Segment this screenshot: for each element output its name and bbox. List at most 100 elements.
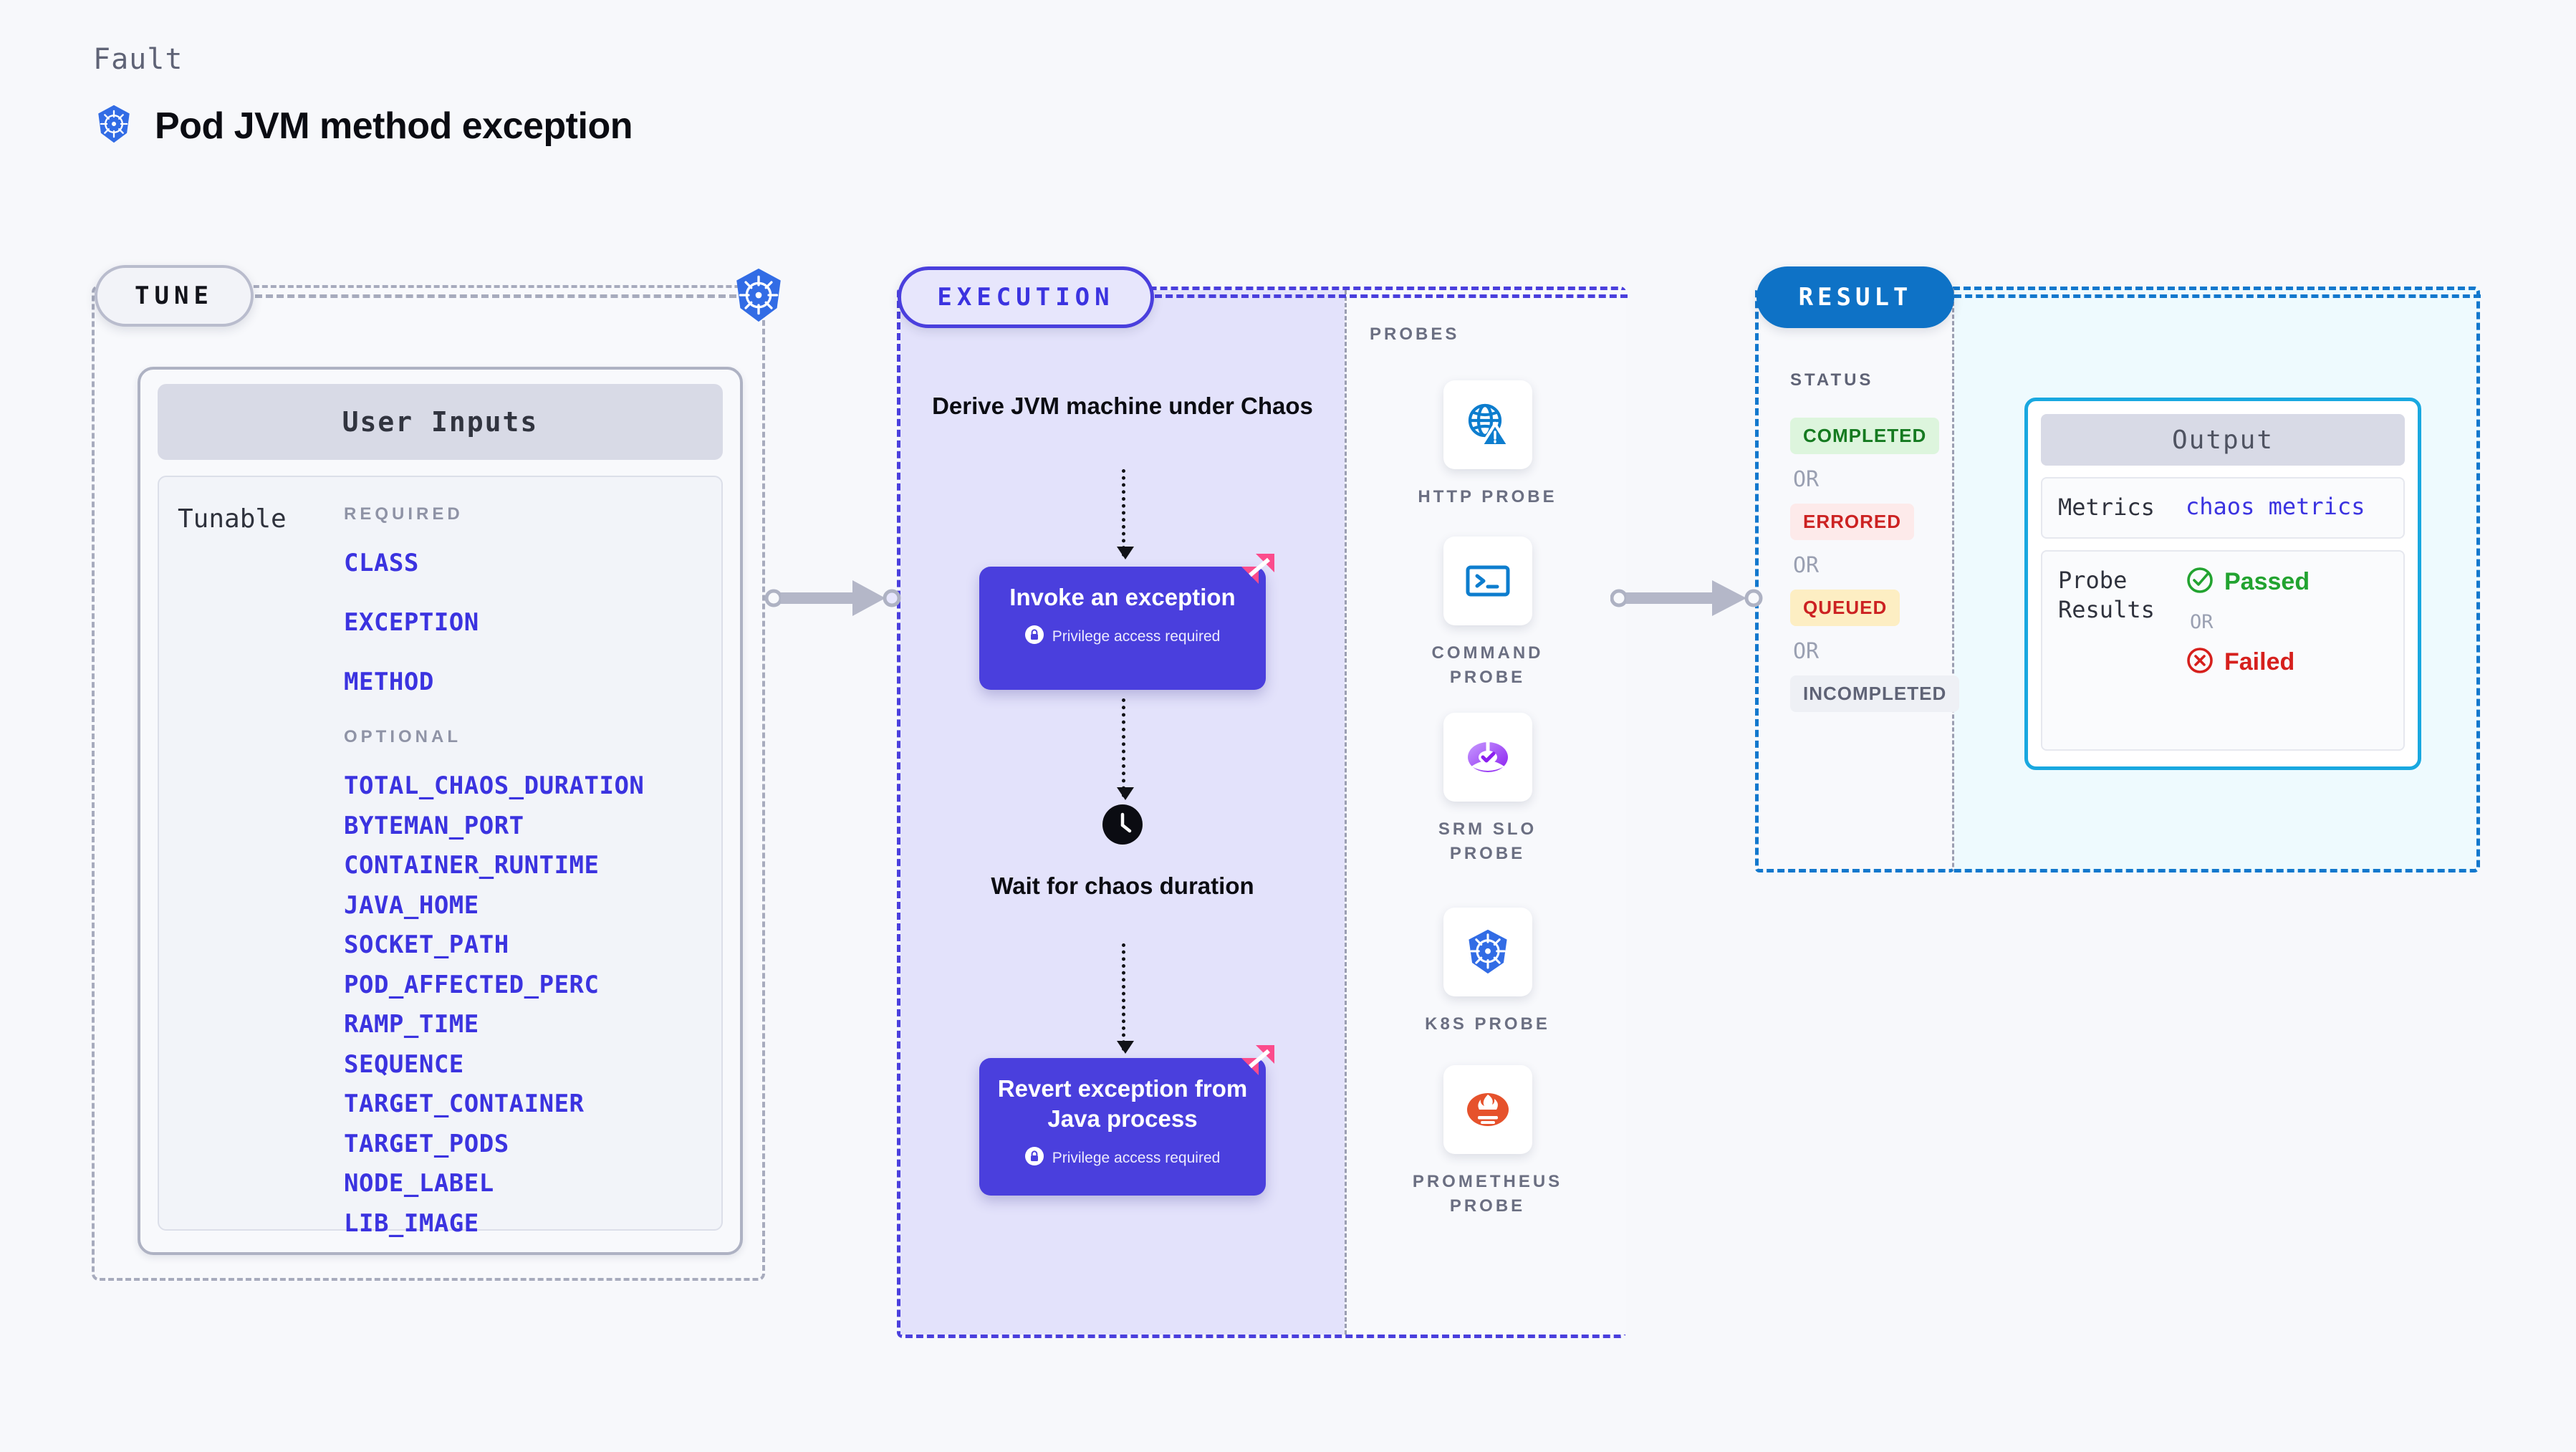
parameter-item[interactable]: TARGET_PODS xyxy=(344,1129,509,1158)
prometheus-icon xyxy=(1443,1065,1532,1154)
result-output-panel: Output Metrics chaos metrics Probe Resul… xyxy=(1953,287,2480,872)
clock-icon xyxy=(1102,804,1143,845)
output-title: Output xyxy=(2041,414,2405,466)
output-key-probe-results: Probe Results xyxy=(2058,566,2155,624)
optional-group-title: OPTIONAL xyxy=(344,727,461,746)
parameter-item[interactable]: SEQUENCE xyxy=(344,1049,464,1079)
status-or-label: OR xyxy=(1793,639,1820,664)
tunable-box: Tunable REQUIRED CLASS EXCEPTION METHOD … xyxy=(158,476,723,1238)
action-card-invoke-exception[interactable]: Invoke an exception Privilege access req… xyxy=(979,554,1274,690)
parameter-item[interactable]: EXCEPTION xyxy=(344,608,479,637)
parameter-item[interactable]: POD_AFFECTED_PERC xyxy=(344,970,600,999)
execution-connector-line xyxy=(1155,294,1628,298)
parameter-item[interactable]: CONTAINER_RUNTIME xyxy=(344,851,600,880)
probe-result-passed-label: Passed xyxy=(2224,567,2310,595)
status-or-label: OR xyxy=(1793,467,1820,492)
user-inputs-title: User Inputs xyxy=(158,384,723,460)
parameter-item[interactable]: SOCKET_PATH xyxy=(344,931,509,959)
status-badge: COMPLETED xyxy=(1790,418,1940,454)
output-row-metrics: Metrics chaos metrics xyxy=(2041,477,2405,539)
status-section-title: STATUS xyxy=(1790,370,1874,390)
parameter-item[interactable]: RAMP_TIME xyxy=(344,1010,479,1039)
parameter-item[interactable]: CLASS xyxy=(344,549,419,577)
action-card-title: Revert exception from Java process xyxy=(997,1075,1248,1133)
status-badge: INCOMPLETED xyxy=(1790,675,1960,712)
probe-result-values: Passed OR Failed xyxy=(2186,566,2310,678)
connector-execution-to-result xyxy=(1610,573,1764,627)
probe-label: K8S PROBE xyxy=(1425,1014,1550,1034)
probes-column: PROBES HTT xyxy=(1345,290,1626,1335)
x-circle-icon xyxy=(2186,646,2214,678)
probe-item-http[interactable]: HTTP PROBE xyxy=(1347,380,1628,509)
probe-result-or-label: OR xyxy=(2190,610,2214,633)
action-card-title: Invoke an exception xyxy=(1009,584,1236,610)
title-row: Pod JVM method exception xyxy=(93,103,633,148)
probe-item-srm-slo[interactable]: SRM SLO PROBE xyxy=(1347,713,1628,865)
page-header: Fault Pod JVM method exception xyxy=(93,43,633,148)
probe-label: PROMETHEUS PROBE xyxy=(1412,1172,1563,1216)
tune-panel: User Inputs Tunable REQUIRED CLASS EXCEP… xyxy=(92,285,765,1281)
tunable-label: Tunable xyxy=(178,504,287,534)
globe-warning-icon xyxy=(1443,380,1532,469)
stage-badge-tune[interactable]: TUNE xyxy=(95,265,254,327)
flow-arrow-3 xyxy=(1117,943,1134,1054)
probe-label: COMMAND PROBE xyxy=(1431,643,1544,687)
user-inputs-card: User Inputs Tunable REQUIRED CLASS EXCEP… xyxy=(138,367,743,1255)
probes-section-title: PROBES xyxy=(1370,324,1460,344)
status-badge: ERRORED xyxy=(1790,504,1915,540)
privilege-row: Privilege access required xyxy=(994,625,1251,648)
parameter-item[interactable]: NODE_LABEL xyxy=(344,1169,494,1198)
output-card: Output Metrics chaos metrics Probe Resul… xyxy=(2024,398,2421,770)
lock-icon xyxy=(1024,1147,1044,1169)
flow-step-derive: Derive JVM machine under Chaos xyxy=(932,393,1313,419)
check-circle-icon xyxy=(2186,566,2214,598)
parameter-item[interactable]: METHOD xyxy=(344,668,434,696)
execution-flow-column: Derive JVM machine under Chaos Invoke an… xyxy=(900,290,1345,1335)
tune-connector-line xyxy=(255,294,736,298)
stage-badge-result[interactable]: RESULT xyxy=(1756,266,1954,328)
result-connector-line xyxy=(1954,294,2481,298)
page-title: Pod JVM method exception xyxy=(155,105,633,147)
probe-label: HTTP PROBE xyxy=(1418,487,1557,506)
privilege-row: Privilege access required xyxy=(994,1147,1251,1169)
stage-badge-execution[interactable]: EXECUTION xyxy=(898,266,1154,328)
status-or-label: OR xyxy=(1793,553,1820,578)
probe-item-k8s[interactable]: K8S PROBE xyxy=(1347,908,1628,1037)
lock-icon xyxy=(1024,625,1044,648)
parameter-item[interactable]: TOTAL_CHAOS_DURATION xyxy=(344,771,645,800)
kubernetes-icon xyxy=(93,103,135,148)
parameter-item[interactable]: TARGET_CONTAINER xyxy=(344,1090,585,1118)
probe-result-passed: Passed xyxy=(2186,566,2310,598)
kubernetes-icon xyxy=(1443,908,1532,996)
fault-kind-label: Fault xyxy=(93,43,183,76)
tunable-parameter-lists: REQUIRED CLASS EXCEPTION METHOD OPTIONAL… xyxy=(344,504,721,1238)
probe-result-failed: Failed xyxy=(2186,646,2310,678)
probe-label: SRM SLO PROBE xyxy=(1438,819,1537,863)
status-badge: QUEUED xyxy=(1790,590,1900,626)
connector-tune-to-execution xyxy=(764,573,901,627)
slo-gauge-check-icon xyxy=(1443,713,1532,802)
parameter-item[interactable]: LIB_IMAGE xyxy=(344,1208,479,1238)
optional-parameter-list: TOTAL_CHAOS_DURATION BYTEMAN_PORT CONTAI… xyxy=(344,771,721,1238)
kubernetes-icon xyxy=(729,266,788,324)
privilege-text: Privilege access required xyxy=(1052,628,1221,645)
probe-item-command[interactable]: COMMAND PROBE xyxy=(1347,537,1628,689)
flow-arrow-2 xyxy=(1117,698,1134,800)
status-badge-stack: COMPLETED OR ERRORED OR QUEUED OR INCOMP… xyxy=(1790,418,1960,712)
action-card-revert-exception[interactable]: Revert exception from Java process Privi… xyxy=(979,1045,1274,1196)
parameter-item[interactable]: BYTEMAN_PORT xyxy=(344,811,524,840)
output-key-metrics: Metrics xyxy=(2058,494,2155,521)
result-status-column: STATUS COMPLETED OR ERRORED OR QUEUED OR… xyxy=(1755,287,1960,872)
harness-logo-icon xyxy=(1237,1042,1279,1084)
output-value-metrics[interactable]: chaos metrics xyxy=(2186,493,2365,520)
probe-item-prometheus[interactable]: PROMETHEUS PROBE xyxy=(1347,1065,1628,1218)
probe-result-failed-label: Failed xyxy=(2224,648,2295,675)
flow-arrow-1 xyxy=(1117,469,1134,559)
harness-logo-icon xyxy=(1237,551,1279,592)
required-parameter-list: CLASS EXCEPTION METHOD xyxy=(344,549,721,696)
parameter-item[interactable]: JAVA_HOME xyxy=(344,890,479,920)
terminal-icon xyxy=(1443,537,1532,625)
output-row-probe-results: Probe Results Passed OR xyxy=(2041,549,2405,751)
privilege-text: Privilege access required xyxy=(1052,1149,1221,1166)
flow-step-wait: Wait for chaos duration xyxy=(991,872,1254,899)
